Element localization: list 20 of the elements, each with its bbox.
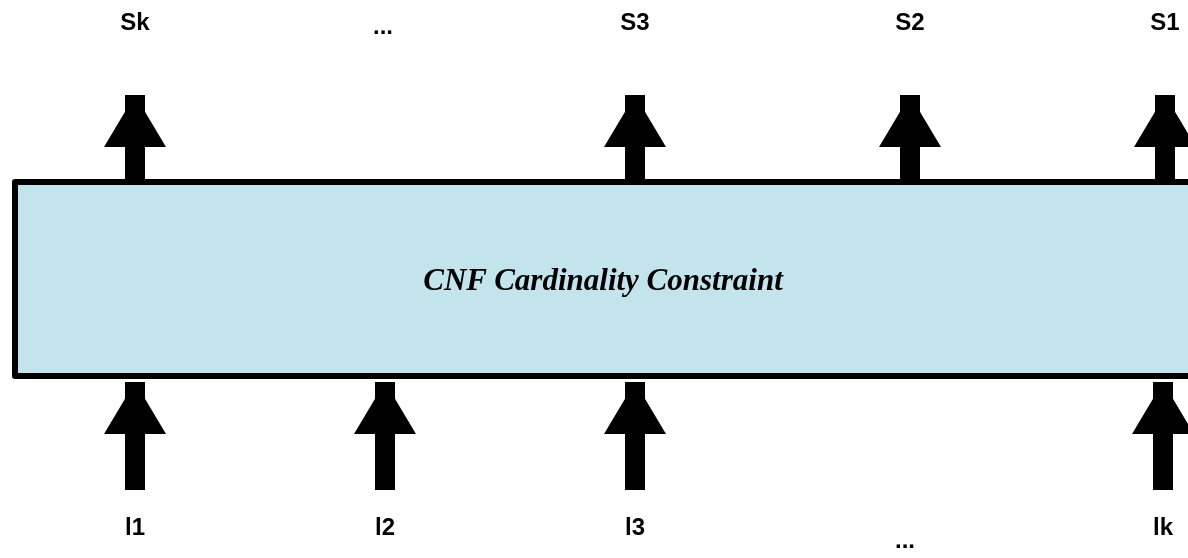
arrow [104,382,166,490]
arrow [104,95,166,179]
arrow [604,382,666,490]
arrow [1132,382,1188,490]
signal-label: lk [1153,515,1173,539]
arrow [604,95,666,179]
signal-label: l3 [625,515,645,539]
signal-label: l1 [125,515,145,539]
signal-label: S3 [620,10,650,34]
arrow [354,382,416,490]
process-box [12,179,1188,379]
signal-label: S1 [1150,10,1180,34]
arrow [1134,95,1188,179]
signal-label: Sk [120,10,150,34]
ellipsis-label: ... [895,528,915,552]
box-title: CNF Cardinality Constraint [423,263,783,295]
signal-label: S2 [895,10,925,34]
signal-label: l2 [375,515,395,539]
arrow [879,95,941,179]
ellipsis-label: ... [373,14,393,38]
